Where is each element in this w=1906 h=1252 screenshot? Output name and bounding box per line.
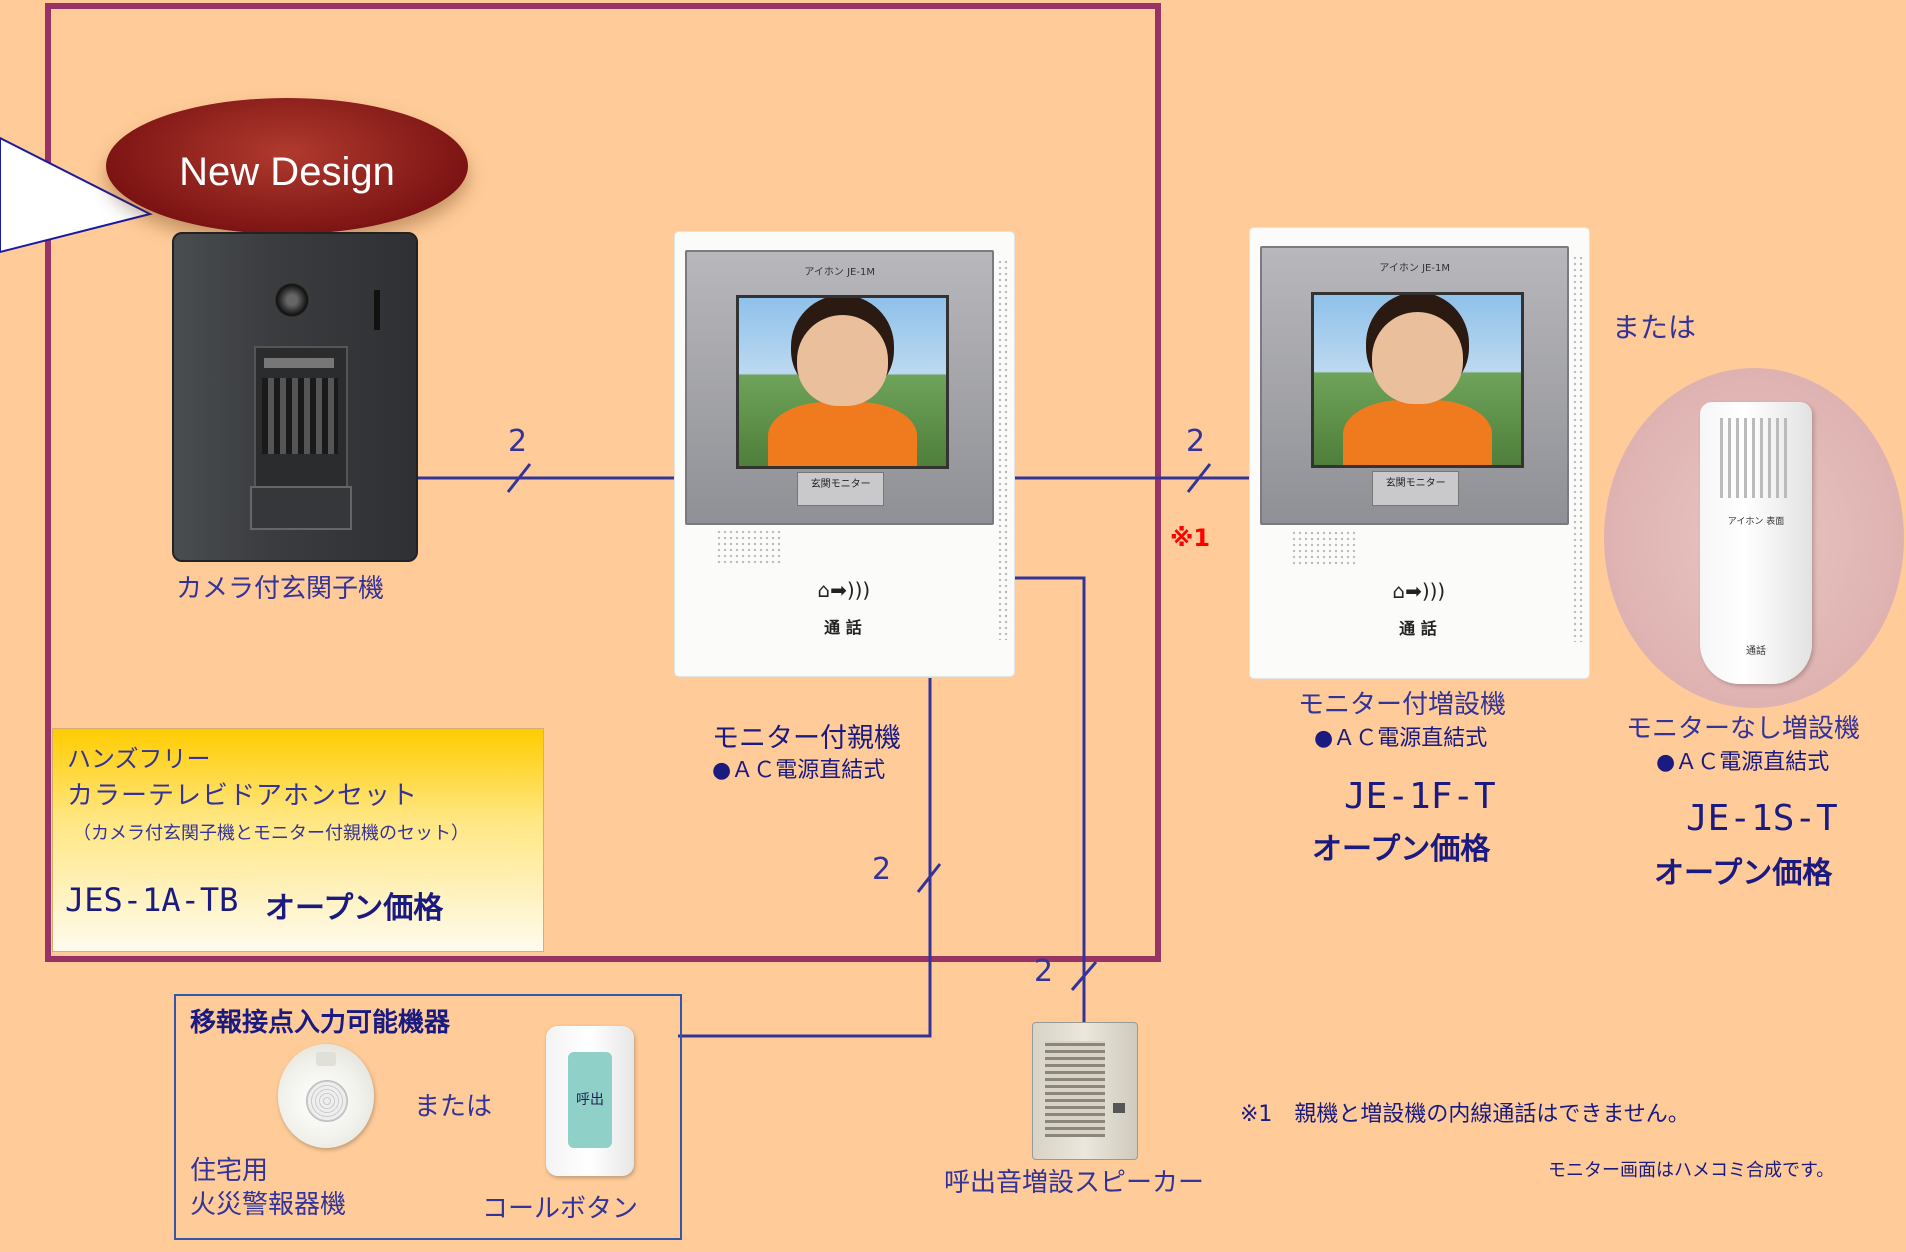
no-monitor-device-image: アイホン 表面 通話 (1604, 368, 1904, 708)
home-speaker-icon: ⌂➡))) (817, 578, 871, 603)
wire-count-master-speaker: 2 (1034, 954, 1054, 989)
master-talk-label: 通 話 (824, 617, 862, 637)
master-screen (735, 295, 950, 469)
sub-monitor-model: JE-1F-T (1344, 776, 1496, 817)
footnote: ※1 親機と増設機の内線通話はできません。 (1240, 1102, 1690, 1127)
or-label-top: または (1612, 311, 1697, 344)
wire-count-door-master: 2 (508, 424, 528, 459)
call-button-label: コールボタン (482, 1194, 639, 1224)
sub-brand-text: アイホン JE-1M (1379, 262, 1450, 274)
no-monitor-title: モニターなし増設機 (1626, 714, 1861, 744)
wire-master-speaker (1014, 576, 1086, 1022)
speaker-image (1032, 1022, 1138, 1160)
wire-slash (506, 463, 532, 493)
wire-slash (1070, 961, 1098, 991)
note-mark: ※1 (1170, 524, 1211, 552)
set-line1: ハンズフリー (67, 745, 211, 773)
call-button-image: 呼出 (546, 1026, 634, 1176)
smoke-alarm-image (278, 1044, 374, 1148)
contact-devices-box: 移報接点入力可能機器 または 呼出 住宅用 火災警報器機 コールボタン (174, 994, 682, 1240)
wire-slash (916, 863, 942, 893)
master-title: モニター付親機 (712, 723, 901, 754)
sub-talk-label: 通 話 (1399, 619, 1437, 638)
set-info-box: ハンズフリー カラーテレビドアホンセット （カメラ付玄関子機とモニター付親機のセ… (52, 728, 544, 952)
wire-master-contact (678, 678, 932, 1038)
camera-lens-icon (274, 282, 310, 318)
set-frame (45, 3, 1161, 962)
alarm-label-line1: 住宅用 (190, 1156, 269, 1186)
callout-pointer (0, 136, 153, 254)
set-price: オープン価格 (265, 891, 444, 926)
wire-slash (1186, 463, 1212, 493)
no-monitor-price: オープン価格 (1654, 856, 1833, 891)
home-speaker-icon: ⌂➡))) (1392, 579, 1446, 603)
set-line2: カラーテレビドアホンセット (67, 781, 419, 811)
or-label-contact: または (414, 1092, 493, 1122)
no-monitor-talk-button: 通話 (1746, 646, 1766, 657)
wire-count-master-contact: 2 (872, 852, 892, 887)
call-button-icon (250, 486, 352, 530)
sub-monitor-button: 玄関モニター (1371, 471, 1460, 507)
master-monitor-button: 玄関モニター (796, 471, 885, 507)
no-monitor-power: ●ＡＣ電源直結式 (1656, 750, 1830, 775)
sub-monitor-price: オープン価格 (1312, 832, 1491, 867)
new-design-text: New Design (179, 150, 395, 194)
door-station-image (172, 232, 418, 562)
no-monitor-model: JE-1S-T (1686, 798, 1838, 839)
sub-monitor-title: モニター付増設機 (1298, 690, 1507, 720)
sub-monitor-power: ●ＡＣ電源直結式 (1314, 726, 1488, 751)
new-design-badge: New Design (106, 98, 468, 234)
speaker-label: 呼出音増設スピーカー (944, 1168, 1205, 1198)
no-monitor-device-text: アイホン 表面 (1727, 517, 1785, 527)
master-power: ●ＡＣ電源直結式 (712, 758, 886, 783)
door-station-label: カメラ付玄関子機 (176, 574, 385, 604)
master-monitor-image: アイホン JE-1M 玄関モニター ⌂➡))) 通 話 (675, 232, 1014, 676)
sub-monitor-image: アイホン JE-1M 玄関モニター ⌂➡))) 通 話 (1250, 228, 1589, 678)
master-brand-text: アイホン JE-1M (804, 266, 875, 278)
sub-screen (1310, 291, 1525, 469)
contact-box-title: 移報接点入力可能機器 (190, 1008, 451, 1038)
alarm-label-line2: 火災警報器機 (190, 1190, 347, 1220)
composite-note: モニター画面はハメコミ合成です。 (1548, 1160, 1835, 1181)
set-model: JES-1A-TB (65, 881, 239, 919)
set-line3: （カメラ付玄関子機とモニター付親機のセット） (73, 823, 469, 844)
call-button-face: 呼出 (568, 1052, 612, 1148)
wire-count-master-sub: 2 (1186, 424, 1206, 459)
